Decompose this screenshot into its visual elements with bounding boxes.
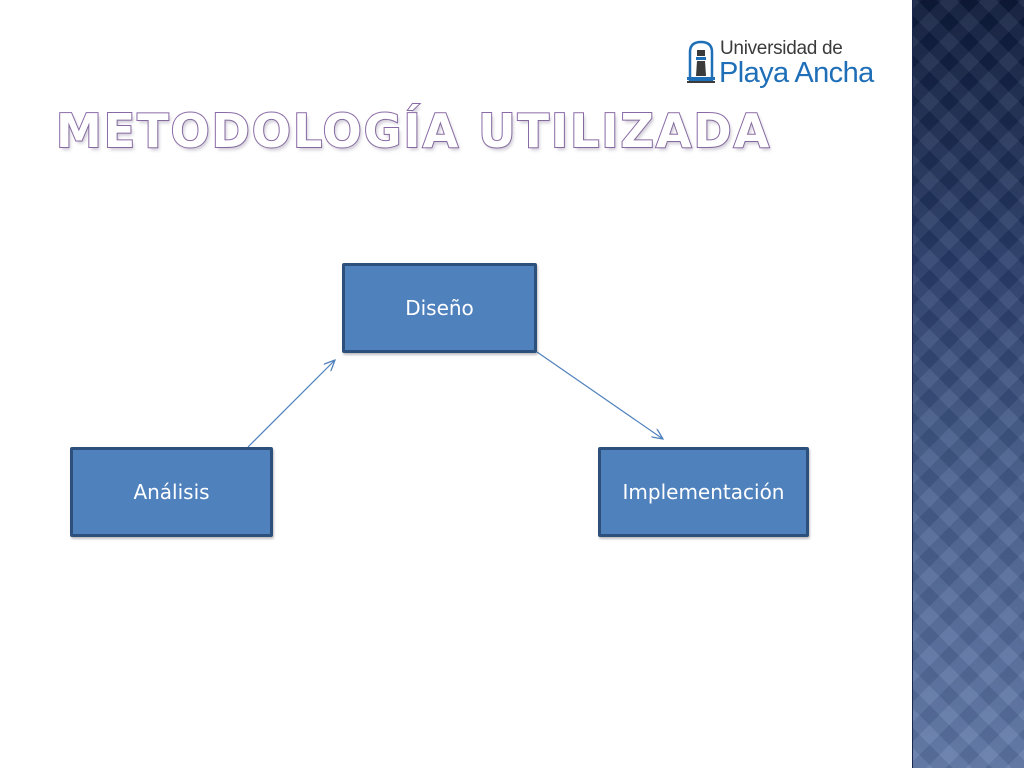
- node-implementacion: Implementación: [598, 447, 809, 537]
- node-analisis-label: Análisis: [133, 480, 210, 504]
- node-diseno: Diseño: [342, 263, 537, 353]
- process-diagram: Diseño Análisis Implementación: [70, 263, 912, 537]
- slide-title-text: METODOLOGÍA UTILIZADA: [55, 103, 772, 159]
- node-diseno-label: Diseño: [405, 296, 474, 320]
- slide-title: METODOLOGÍA UTILIZADA: [55, 103, 772, 159]
- logo-text-line2: Playa Ancha: [719, 57, 874, 89]
- node-analisis: Análisis: [70, 447, 273, 537]
- decorative-side-panel: [912, 0, 1024, 768]
- arrow-diseno-to-implementacion: [536, 351, 663, 439]
- diagram-connectors: [247, 351, 912, 448]
- node-implementacion-label: Implementación: [622, 480, 785, 504]
- logo-text-line1: Universidad de: [720, 38, 843, 59]
- arrow-analisis-to-diseno: [247, 360, 335, 448]
- lighthouse-logo-icon: [687, 40, 715, 83]
- university-logo: Universidad de Playa Ancha: [686, 38, 886, 90]
